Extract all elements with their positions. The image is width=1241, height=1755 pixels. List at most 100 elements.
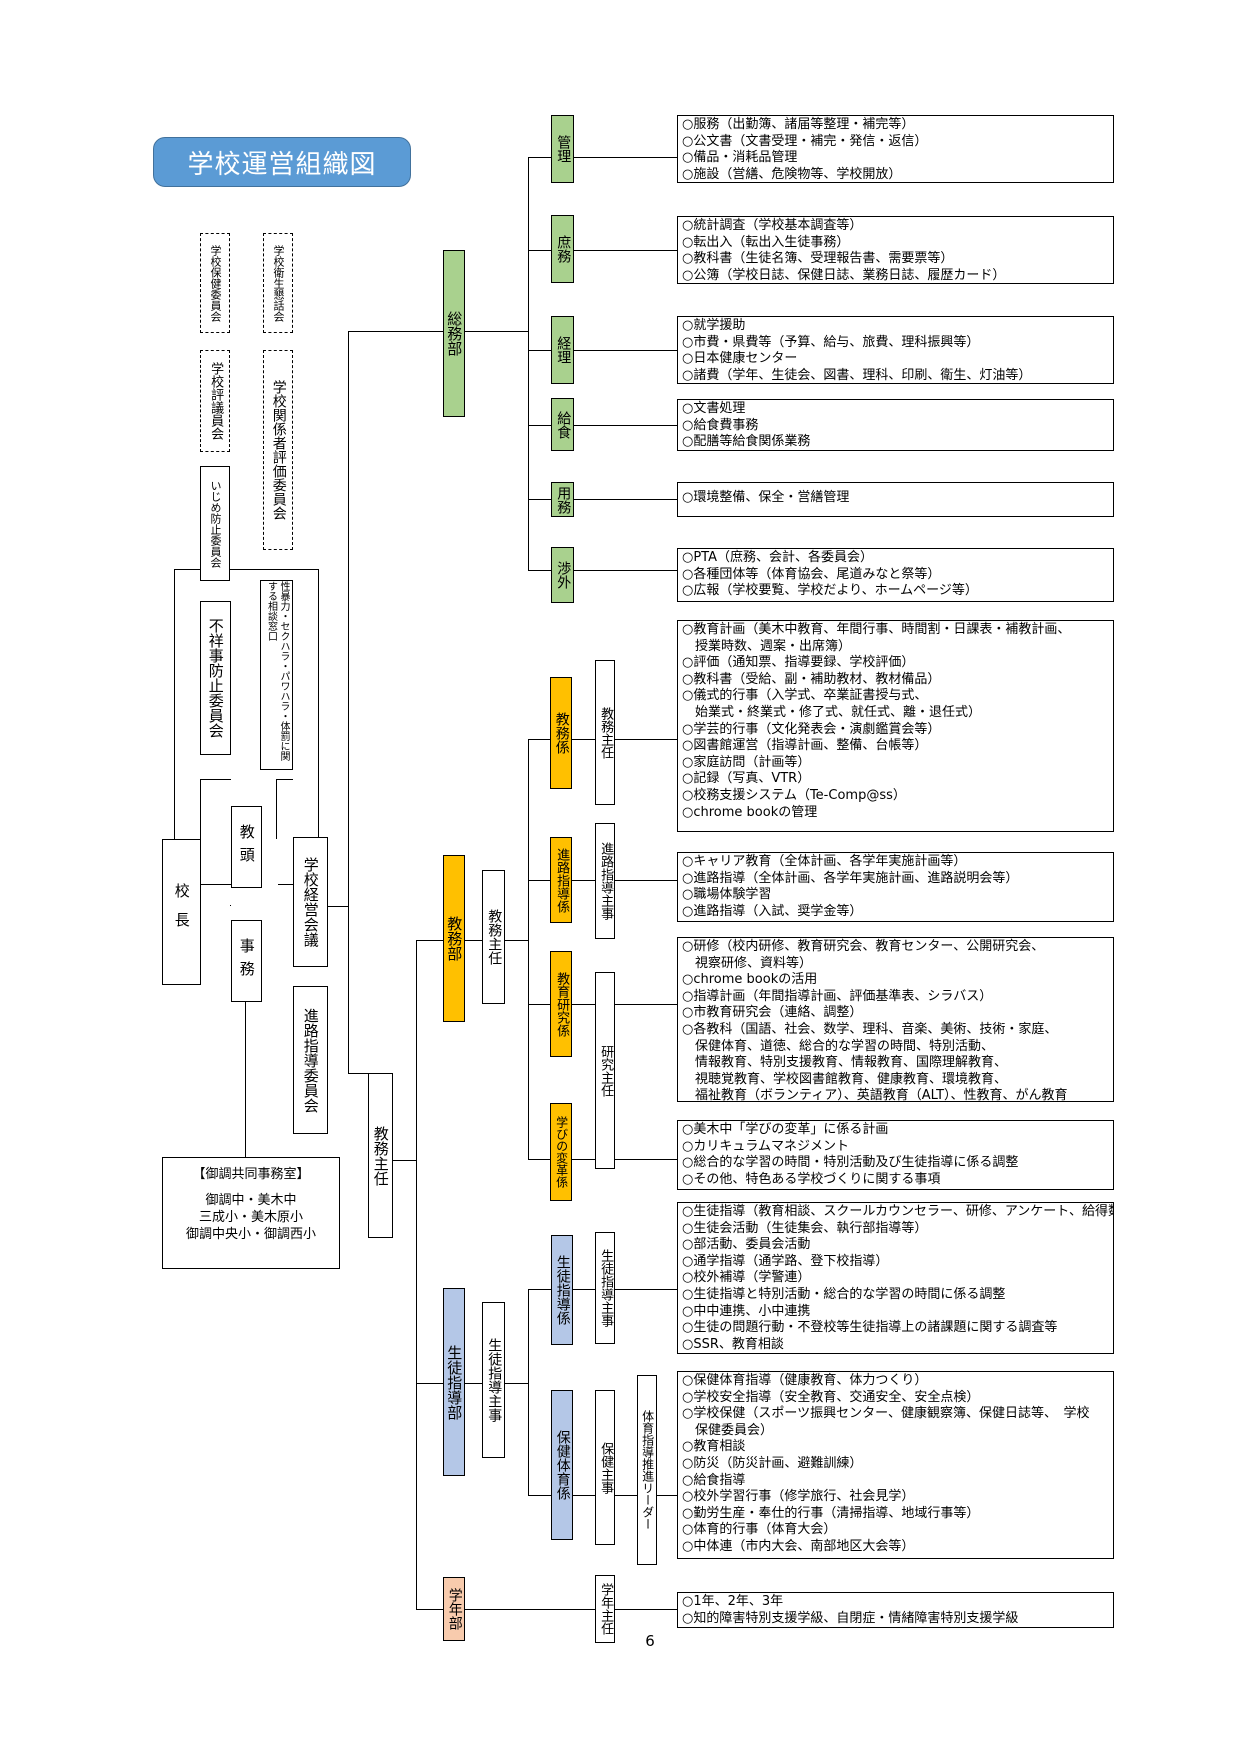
duty-item: ○防災（防災計画、避難訓練） — [682, 1455, 863, 1471]
duty-item: ○家庭訪問（計画等） — [682, 754, 811, 770]
duty-item: 視聴覚教育、学校図書館教育、健康教育、環境教育、 — [682, 1071, 1008, 1087]
duty-item: ○1年、2年、3年 — [682, 1594, 784, 1609]
kyomu-head: 教務主任 — [482, 870, 505, 1004]
dept-student-guidance: 生徒指導部 — [443, 1288, 465, 1476]
duty-item: ○評価（通知票、指導要録、学校評価） — [682, 655, 915, 671]
unit-manabi-duties: ○美木中「学びの変革」に係る計画 ○カリキュラムマネジメント ○総合的な学習の時… — [677, 1120, 1114, 1190]
kenkyu-unit-head: 研究主任 — [595, 972, 615, 1169]
unit-yomu: 用務 — [551, 482, 574, 517]
duty-item: 視察研修、資料等） — [682, 955, 813, 971]
duty-item: ○保健体育指導（健康教育、体力つくり） — [682, 1373, 928, 1388]
duty-item: ○勤労生産・奉仕的行事（清掃指導、地域行事等） — [682, 1505, 980, 1521]
duty-item: ○職場体験学習 — [682, 887, 772, 903]
duty-item: ○給食指導 — [682, 1472, 746, 1488]
duty-item: 始業式・終業式・修了式、就任式、離・退任式） — [682, 704, 982, 720]
duty-item: ○各種団体等（体育協会、尾道みなと祭等） — [682, 566, 941, 582]
unit-kyomu-duties: ○教育計画（美木中教育、年間行事、時間割・日課表・補教計画、 授業時数、週案・出… — [677, 620, 1114, 832]
office-line: 御調中央小・御調西小 — [185, 1227, 316, 1242]
duty-item: ○chrome bookの活用 — [682, 972, 818, 988]
office-title: 【御調共同事務室】 — [192, 1167, 310, 1182]
page-number: 6 — [645, 1632, 655, 1650]
pe-promotion-leader: 体育指導推進リーダー — [637, 1375, 657, 1565]
unit-hoken-duties: ○保健体育指導（健康教育、体力つくり） ○学校安全指導（安全教育、交通安全、安全… — [677, 1371, 1114, 1559]
duty-item: ○カリキュラムマネジメント — [682, 1138, 849, 1154]
duty-item: ○PTA（庶務、会計、各委員会） — [682, 550, 874, 565]
duty-item: ○就学援助 — [682, 318, 746, 333]
duty-item: ○備品・消耗品管理 — [682, 150, 798, 166]
vice-principal: 教頭 — [231, 806, 262, 888]
unit-shomu: 庶務 — [551, 215, 574, 283]
duty-item: ○体育的行事（体育大会） — [682, 1522, 837, 1538]
school-stakeholder-evaluation-committee: 学校関係者評価委員会 — [263, 350, 293, 550]
unit-keiri: 経理 — [551, 316, 574, 384]
duty-item: ○各教科（国語、社会、数学、理科、音楽、美術、技術・家庭、 — [682, 1021, 1058, 1037]
unit-shinro: 進路指導係 — [550, 837, 572, 923]
unit-hoken-taiiku: 保健体育係 — [551, 1390, 573, 1540]
duty-item: ○教育計画（美木中教育、年間行事、時間割・日課表・補教計画、 — [682, 622, 1071, 637]
unit-shogai-duties: ○PTA（庶務、会計、各委員会） ○各種団体等（体育協会、尾道みなと祭等） ○広… — [677, 548, 1114, 602]
harassment-consultation-desk: 性暴力・セクハラ・パワハラ・体罰に関する相談窓口 — [260, 580, 293, 770]
duty-item: ○指導計画（年間指導計画、評価基準表、シラバス） — [682, 988, 993, 1004]
unit-manabi: 学びの変革係 — [550, 1103, 572, 1201]
duty-item: ○広報（学校要覧、学校だより、ホームページ等） — [682, 583, 978, 599]
duty-item: ○進路指導（入試、奨学金等） — [682, 903, 863, 919]
duty-item: ○施設（営繕、危険物等、学校開放） — [682, 166, 902, 182]
duty-item: ○諸費（学年、生徒会、図書、理科、印刷、衛生、灯油等） — [682, 367, 1032, 383]
duty-item: ○通学指導（通学路、登下校指導） — [682, 1253, 889, 1269]
dept-academic-affairs: 教務部 — [443, 855, 465, 1022]
duty-item: 福祉教育（ボランティア）、英語教育（ALT）、性教育、がん教育 — [682, 1088, 1068, 1102]
dept-grade: 学年部 — [443, 1577, 465, 1641]
duty-item: ○生徒の問題行動・不登校等生徒指導上の諸課題に関する調査等 — [682, 1320, 1058, 1336]
duty-item: ○校外学習行事（修学旅行、社会見学） — [682, 1489, 915, 1505]
duty-item: ○統計調査（学校基本調査等） — [682, 218, 863, 233]
shinro-unit-head: 進路指導主事 — [595, 823, 615, 939]
duty-item: 情報教育、特別支援教育、情報教育、国際理解教育、 — [682, 1055, 1008, 1071]
duty-item: ○SSR、教育相談 — [682, 1336, 784, 1352]
duty-item: ○キャリア教育（全体計画、各学年実施計画等） — [682, 854, 967, 869]
duty-item: ○知的障害特別支援学級、自閉症・情緒障害特別支援学級 — [682, 1610, 1019, 1626]
school-hygiene-council: 学校衛生懇話会 — [263, 233, 293, 333]
joint-office-box: 【御調共同事務室】 御調中・美木中 三成小・美木原小 御調中央小・御調西小 — [162, 1157, 340, 1269]
unit-shomu-duties: ○統計調査（学校基本調査等） ○転出入（転出入生徒事務） ○教科書（生徒名簿、受… — [677, 216, 1114, 284]
duty-item: ○総合的な学習の時間・特別活動及び生徒指導に係る調整 — [682, 1155, 1019, 1171]
duty-item: ○儀式的行事（入学式、卒業証書授与式、 — [682, 688, 928, 704]
duty-item: ○学校安全指導（安全教育、交通安全、安全点検） — [682, 1389, 980, 1405]
duty-item: ○公簿（学校日誌、保健日誌、業務日誌、履歴カード） — [682, 267, 1006, 283]
duty-item: ○中中連携、小中連携 — [682, 1303, 811, 1319]
unit-keiri-duties: ○就学援助 ○市費・県費等（予算、給与、旅費、理科振興等） ○日本健康センター … — [677, 316, 1114, 384]
unit-kenkyu: 教育研究係 — [550, 951, 572, 1057]
duty-item: ○部活動、委員会活動 — [682, 1237, 811, 1253]
unit-kanri-duties: ○服務（出勤簿、諸届等整理・補完等） ○公文書（文書受理・補完・発信・返信） ○… — [677, 115, 1114, 183]
duty-item: ○日本健康センター — [682, 351, 798, 367]
unit-grade-duties: ○1年、2年、3年 ○知的障害特別支援学級、自閉症・情緒障害特別支援学級 — [677, 1592, 1114, 1628]
school-councillors: 学校評議員会 — [200, 350, 230, 452]
unit-seito-duties: ○生徒指導（教育相談、スクールカウンセラー、研修、アンケート、給得数 ○生徒会活… — [677, 1202, 1114, 1354]
unit-kenkyu-duties: ○研修（校内研修、教育研究会、教育センター、公開研究会、 視察研修、資料等） ○… — [677, 937, 1114, 1102]
principal: 校長 — [162, 839, 201, 985]
duty-item: ○中体連（市内大会、南部地区大会等） — [682, 1538, 915, 1554]
duty-item: ○環境整備、保全・営繕管理 — [682, 490, 850, 505]
misconduct-prevention-committee: 不祥事防止委員会 — [200, 601, 231, 755]
unit-kanri: 管理 — [551, 115, 574, 183]
duty-item: ○生徒会活動（生徒集会、執行部指導等） — [682, 1220, 928, 1236]
duty-item: ○図書館運営（指導計画、整備、台帳等） — [682, 738, 928, 754]
duty-item: ○美木中「学びの変革」に係る計画 — [682, 1122, 889, 1137]
duty-item: ○学校保健（スポーツ振興センター、健康観察簿、保健日誌等、 学校 — [682, 1406, 1090, 1422]
duty-item: ○公文書（文書受理・補完・発信・返信） — [682, 133, 928, 149]
duty-item: ○教育相談 — [682, 1439, 746, 1455]
school-management-meeting: 学校経営会議 — [293, 837, 328, 967]
duty-item: 保健体育、道徳、総合的な学習の時間、特別活動、 — [682, 1038, 995, 1054]
duty-item: ○教科書（受給、副・補助教材、教材備品） — [682, 671, 941, 687]
unit-yomu-duties: ○環境整備、保全・営繕管理 — [677, 482, 1114, 517]
career-guidance-committee: 進路指導委員会 — [293, 986, 328, 1134]
hoken-unit-head: 保健主事 — [595, 1390, 615, 1545]
duty-item: ○転出入（転出入生徒事務） — [682, 234, 850, 250]
chief-teacher: 教務主任 — [368, 1073, 393, 1238]
duty-item: ○市費・県費等（予算、給与、旅費、理科振興等） — [682, 334, 980, 350]
duty-item: ○給食費事務 — [682, 417, 759, 433]
duty-item: 保健委員会） — [682, 1422, 774, 1438]
duty-item: ○進路指導（全体計画、各学年実施計画、進路説明会等） — [682, 870, 1019, 886]
office-line: 御調中・美木中 — [205, 1193, 297, 1208]
grade-head: 学年主任 — [595, 1575, 615, 1643]
